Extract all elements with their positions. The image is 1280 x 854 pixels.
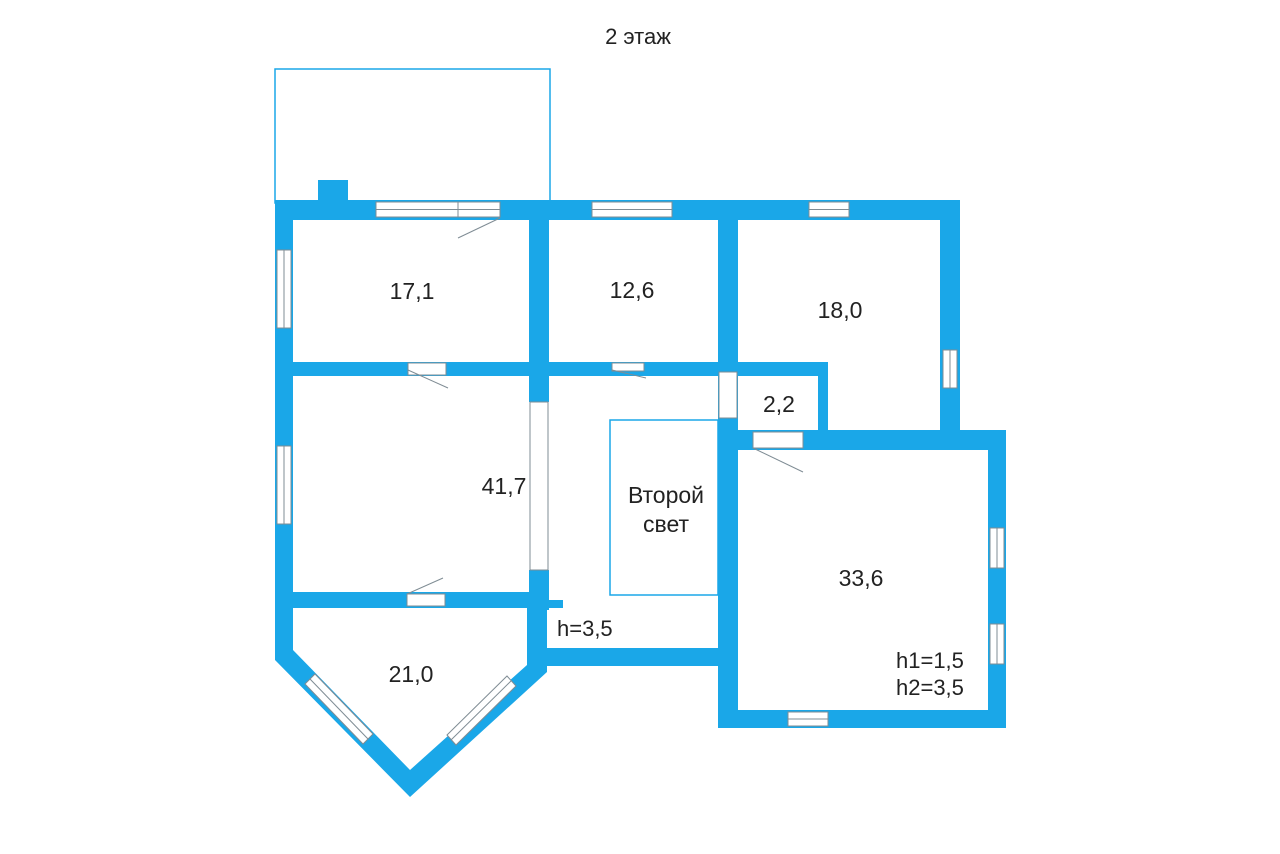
wall-33-6-right <box>988 430 1006 728</box>
doors <box>406 217 804 607</box>
door-swing-17-1 <box>457 217 501 239</box>
door-41-hall <box>529 401 549 571</box>
height-hall: h=3,5 <box>557 616 613 641</box>
height-h2: h2=3,5 <box>896 675 964 700</box>
door-12-hall <box>611 362 645 372</box>
wall-2-2-right <box>818 362 828 432</box>
door-17-41 <box>407 362 447 376</box>
wall-partition-1 <box>529 200 549 370</box>
wall-41-7-right-top <box>529 370 549 402</box>
room-area-33-6: 33,6 <box>839 565 884 591</box>
window-pentagon-left <box>304 673 374 745</box>
door-33-6 <box>752 431 804 449</box>
wall-chimney <box>318 180 348 202</box>
height-h1: h1=1,5 <box>896 648 964 673</box>
room-area-17-1: 17,1 <box>390 278 435 304</box>
wall-hall-bottom <box>529 648 721 666</box>
floor-title: 2 этаж <box>605 24 671 49</box>
wall-33-6-left <box>718 430 738 728</box>
room-area-41-7: 41,7 <box>482 473 527 499</box>
wall-21-0-pentagon <box>275 598 547 797</box>
room-area-2-2: 2,2 <box>763 391 795 417</box>
door-2-2 <box>718 371 738 419</box>
window-pentagon-right <box>446 675 517 746</box>
balcony-outline <box>274 68 551 204</box>
room-area-21-0: 21,0 <box>389 661 434 687</box>
wall-stub <box>549 600 563 608</box>
second-light-outline <box>609 419 719 596</box>
wall-33-6-bottom <box>718 710 1006 728</box>
second-light-line-2: свет <box>643 511 689 537</box>
door-41-21 <box>406 593 446 607</box>
wall-right-upper <box>940 200 960 450</box>
windows <box>276 201 1005 746</box>
room-area-12-6: 12,6 <box>610 277 655 303</box>
second-light-line-1: Второй <box>628 482 704 508</box>
room-area-18-0: 18,0 <box>818 297 863 323</box>
wall-mid-horizontal <box>275 362 825 376</box>
